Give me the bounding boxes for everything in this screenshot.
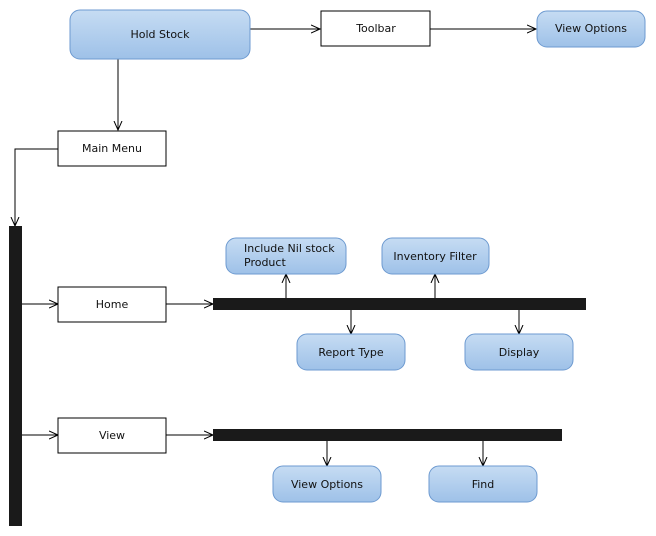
node-hold-stock[interactable]: Hold Stock: [69, 9, 251, 60]
find-label: Find: [472, 478, 495, 491]
view-view-options-label: View Options: [291, 478, 363, 491]
view-fork-bar: [213, 429, 562, 441]
inventory-filter-label: Inventory Filter: [393, 250, 477, 263]
include-nil-stock-label-line1: Include Nil stock: [244, 242, 335, 255]
home-fork-bar: [213, 298, 586, 310]
node-include-nil-stock[interactable]: Include Nil stock Product: [225, 237, 347, 275]
node-view-view-options[interactable]: View Options: [272, 465, 382, 503]
hold-stock-label: Hold Stock: [131, 28, 191, 41]
display-label: Display: [499, 346, 540, 359]
node-home[interactable]: Home: [57, 286, 167, 323]
node-find[interactable]: Find: [428, 465, 538, 503]
node-report-type[interactable]: Report Type: [296, 333, 406, 371]
node-inventory-filter[interactable]: Inventory Filter: [381, 237, 490, 275]
edge-mainmenu-bar: [15, 148, 58, 226]
toolbar-view-options-label: View Options: [555, 22, 627, 35]
home-label: Home: [96, 298, 129, 311]
view-label: View: [99, 429, 125, 442]
node-toolbar-view-options[interactable]: View Options: [536, 10, 646, 48]
node-main-menu[interactable]: Main Menu: [57, 130, 167, 167]
node-toolbar[interactable]: Toolbar: [320, 10, 431, 47]
toolbar-label: Toolbar: [355, 22, 396, 35]
main-menu-label: Main Menu: [82, 142, 142, 155]
main-fork-bar: [9, 226, 22, 526]
node-display[interactable]: Display: [464, 333, 574, 371]
connectors: [15, 29, 536, 466]
node-view[interactable]: View: [57, 417, 167, 454]
report-type-label: Report Type: [318, 346, 383, 359]
include-nil-stock-label-line2: Product: [244, 256, 286, 269]
